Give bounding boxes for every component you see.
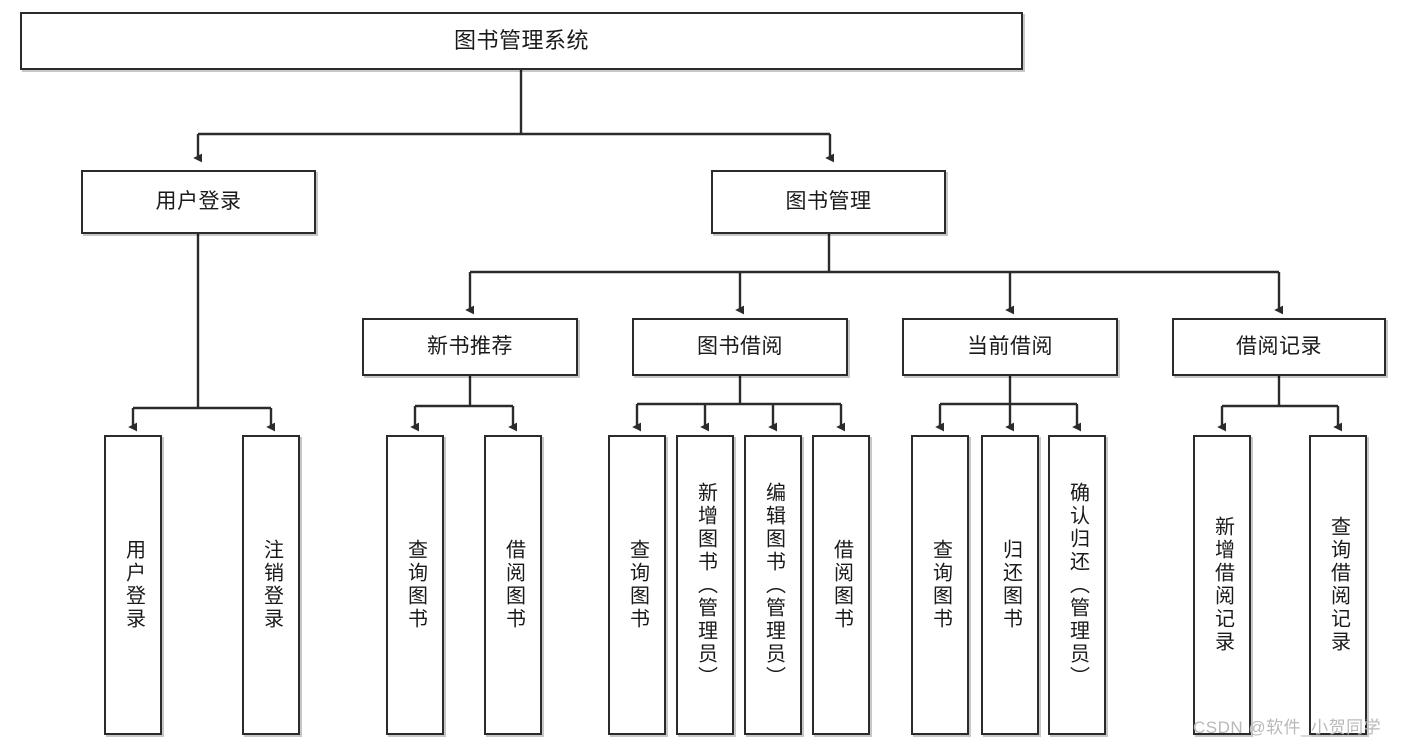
leaf-query-books-borrow[interactable]: 查询图书: [608, 435, 666, 735]
node-label: 查询图书: [404, 539, 427, 631]
node-borrow-records[interactable]: 借阅记录: [1172, 318, 1386, 376]
node-book-management[interactable]: 图书管理: [711, 170, 946, 234]
node-label: 借阅图书: [830, 539, 853, 631]
node-label: 新增借阅记录: [1211, 516, 1234, 654]
leaf-borrow-book[interactable]: 借阅图书: [812, 435, 870, 735]
leaf-confirm-return-admin[interactable]: 确认归还（管理员）: [1048, 435, 1106, 735]
node-new-book-recommend[interactable]: 新书推荐: [362, 318, 578, 376]
node-label: 新增图书（管理员）: [694, 481, 717, 689]
node-label: 借阅图书: [502, 539, 525, 631]
node-label: 确认归还（管理员）: [1066, 481, 1089, 689]
node-label: 注销登录: [260, 539, 283, 631]
node-user-login[interactable]: 用户登录: [81, 170, 316, 234]
node-label: 归还图书: [999, 539, 1022, 631]
node-label: 编辑图书（管理员）: [762, 481, 785, 689]
leaf-borrow-books-recommend[interactable]: 借阅图书: [484, 435, 542, 735]
leaf-query-books-current[interactable]: 查询图书: [911, 435, 969, 735]
node-label: 查询借阅记录: [1327, 516, 1350, 654]
leaf-return-book[interactable]: 归还图书: [981, 435, 1039, 735]
node-label: 用户登录: [155, 189, 242, 213]
node-label: 查询图书: [929, 539, 952, 631]
leaf-logout[interactable]: 注销登录: [242, 435, 300, 735]
node-label: 当前借阅: [967, 334, 1053, 358]
leaf-query-borrow-record[interactable]: 查询借阅记录: [1309, 435, 1367, 735]
leaf-user-login[interactable]: 用户登录: [104, 435, 162, 735]
node-label: 用户登录: [122, 539, 145, 631]
leaf-add-book-admin[interactable]: 新增图书（管理员）: [676, 435, 734, 735]
leaf-query-books-recommend[interactable]: 查询图书: [386, 435, 444, 735]
node-root-library-system[interactable]: 图书管理系统: [20, 12, 1023, 70]
leaf-edit-book-admin[interactable]: 编辑图书（管理员）: [744, 435, 802, 735]
node-book-borrow[interactable]: 图书借阅: [632, 318, 848, 376]
node-label: 图书管理: [785, 189, 872, 213]
csdn-watermark: CSDN @软件_小贺同学: [1193, 718, 1382, 737]
node-label: 借阅记录: [1236, 334, 1322, 358]
node-current-borrow[interactable]: 当前借阅: [902, 318, 1118, 376]
node-label: 新书推荐: [427, 334, 513, 358]
node-label: 查询图书: [626, 539, 649, 631]
node-label: 图书借阅: [697, 334, 783, 358]
leaf-add-borrow-record[interactable]: 新增借阅记录: [1193, 435, 1251, 735]
node-label: 图书管理系统: [453, 27, 589, 53]
